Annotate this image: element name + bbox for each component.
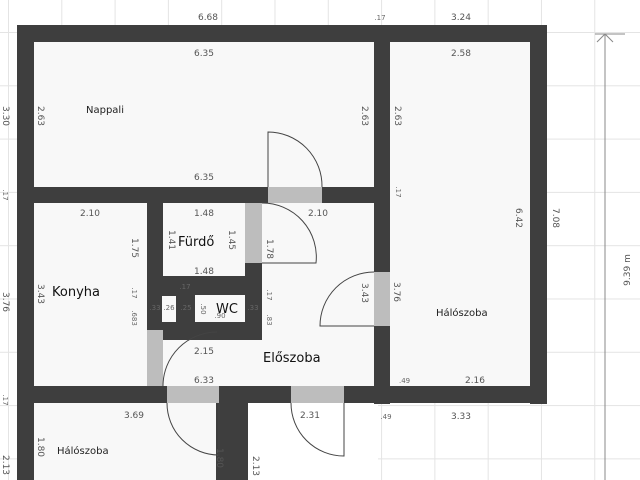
dim-top-mid: .17 bbox=[374, 14, 385, 22]
halo2-right: 1.80 bbox=[214, 448, 224, 468]
konyha-left: 3.43 bbox=[35, 284, 45, 304]
door-swings bbox=[162, 131, 375, 457]
halo2-top: 3.69 bbox=[124, 411, 144, 421]
wc-closet-1: .26 bbox=[163, 304, 175, 312]
dim-top-right: 3.24 bbox=[451, 13, 471, 23]
konyha-right-small-1: .17 bbox=[130, 287, 138, 298]
dim-right-total: 7.08 bbox=[550, 208, 560, 228]
room-eloszoba: Előszoba bbox=[263, 351, 321, 366]
doors bbox=[147, 187, 390, 403]
eloszoba-right: 3.43 bbox=[359, 283, 369, 303]
closet bbox=[162, 296, 176, 322]
br-left: 2.13 bbox=[250, 456, 260, 476]
nappali-top: 6.35 bbox=[194, 49, 214, 59]
room-nappali: Nappali bbox=[86, 105, 124, 116]
wc-side: .50 bbox=[199, 303, 207, 314]
dim-left-2: .17 bbox=[1, 189, 9, 200]
dim-bottom-mid: .49 bbox=[380, 413, 391, 421]
halo1-right: 6.42 bbox=[513, 208, 523, 228]
halo2-left: 1.80 bbox=[35, 437, 45, 457]
total-height-label: 9.39 m bbox=[623, 254, 633, 286]
eloszoba-left-small-1: .17 bbox=[265, 289, 273, 300]
nappali-right: 2.63 bbox=[359, 106, 369, 126]
furdo-bottom: 1.48 bbox=[194, 267, 214, 277]
halo1-left-lower: 3.76 bbox=[391, 282, 401, 302]
konyha-right-small-2: .683 bbox=[130, 310, 138, 326]
room-halo-2: Hálószoba bbox=[57, 445, 109, 457]
furdo-top: 1.48 bbox=[194, 209, 214, 219]
wc-closet-2: .25 bbox=[180, 304, 191, 312]
eloszoba-bottom: 6.33 bbox=[194, 376, 214, 386]
room-konyha: Konyha bbox=[52, 285, 100, 300]
room-furdo: Fürdő bbox=[178, 235, 214, 250]
dim-top-left: 6.68 bbox=[198, 13, 218, 23]
halo1-top: 2.58 bbox=[451, 49, 471, 59]
room-wc: WC bbox=[216, 302, 238, 317]
dim-left-4: .17 bbox=[1, 394, 9, 405]
halo1-bottom: 2.16 bbox=[465, 376, 485, 386]
furdo-left: 1.41 bbox=[166, 230, 176, 250]
wc-left: .33 bbox=[149, 304, 160, 312]
nappali-bottom: 6.35 bbox=[194, 173, 214, 183]
eloszoba-top: 2.10 bbox=[308, 209, 328, 219]
dim-left-1: 3.30 bbox=[0, 106, 10, 126]
height-dimension-line bbox=[595, 33, 625, 480]
furdo-right: 1.45 bbox=[226, 230, 236, 250]
konyha-top: 2.10 bbox=[80, 209, 100, 219]
eloszoba-left-small-2: .83 bbox=[265, 314, 273, 325]
wc-top: .17 bbox=[179, 283, 190, 291]
dim-left-5: 2.13 bbox=[0, 455, 10, 475]
wc-width: .90 bbox=[214, 312, 225, 320]
dim-bottom-right: 3.33 bbox=[451, 412, 471, 422]
room-halo-1: Hálószoba bbox=[436, 307, 488, 319]
br-top: 2.31 bbox=[300, 411, 320, 421]
konyha-right: 1.75 bbox=[129, 238, 139, 258]
eloszoba-inner: 2.15 bbox=[194, 347, 214, 357]
eloszoba-left: 1.78 bbox=[264, 239, 274, 259]
wc-right: .33 bbox=[247, 304, 258, 312]
halo1-left-wall: .17 bbox=[394, 186, 402, 197]
halo1-bottom-small: .49 bbox=[399, 377, 410, 385]
dim-left-3: 3.76 bbox=[0, 292, 10, 312]
halo1-left: 2.63 bbox=[392, 106, 402, 126]
nappali-left: 2.63 bbox=[35, 106, 45, 126]
floors bbox=[34, 42, 530, 480]
wc-room bbox=[195, 295, 245, 322]
